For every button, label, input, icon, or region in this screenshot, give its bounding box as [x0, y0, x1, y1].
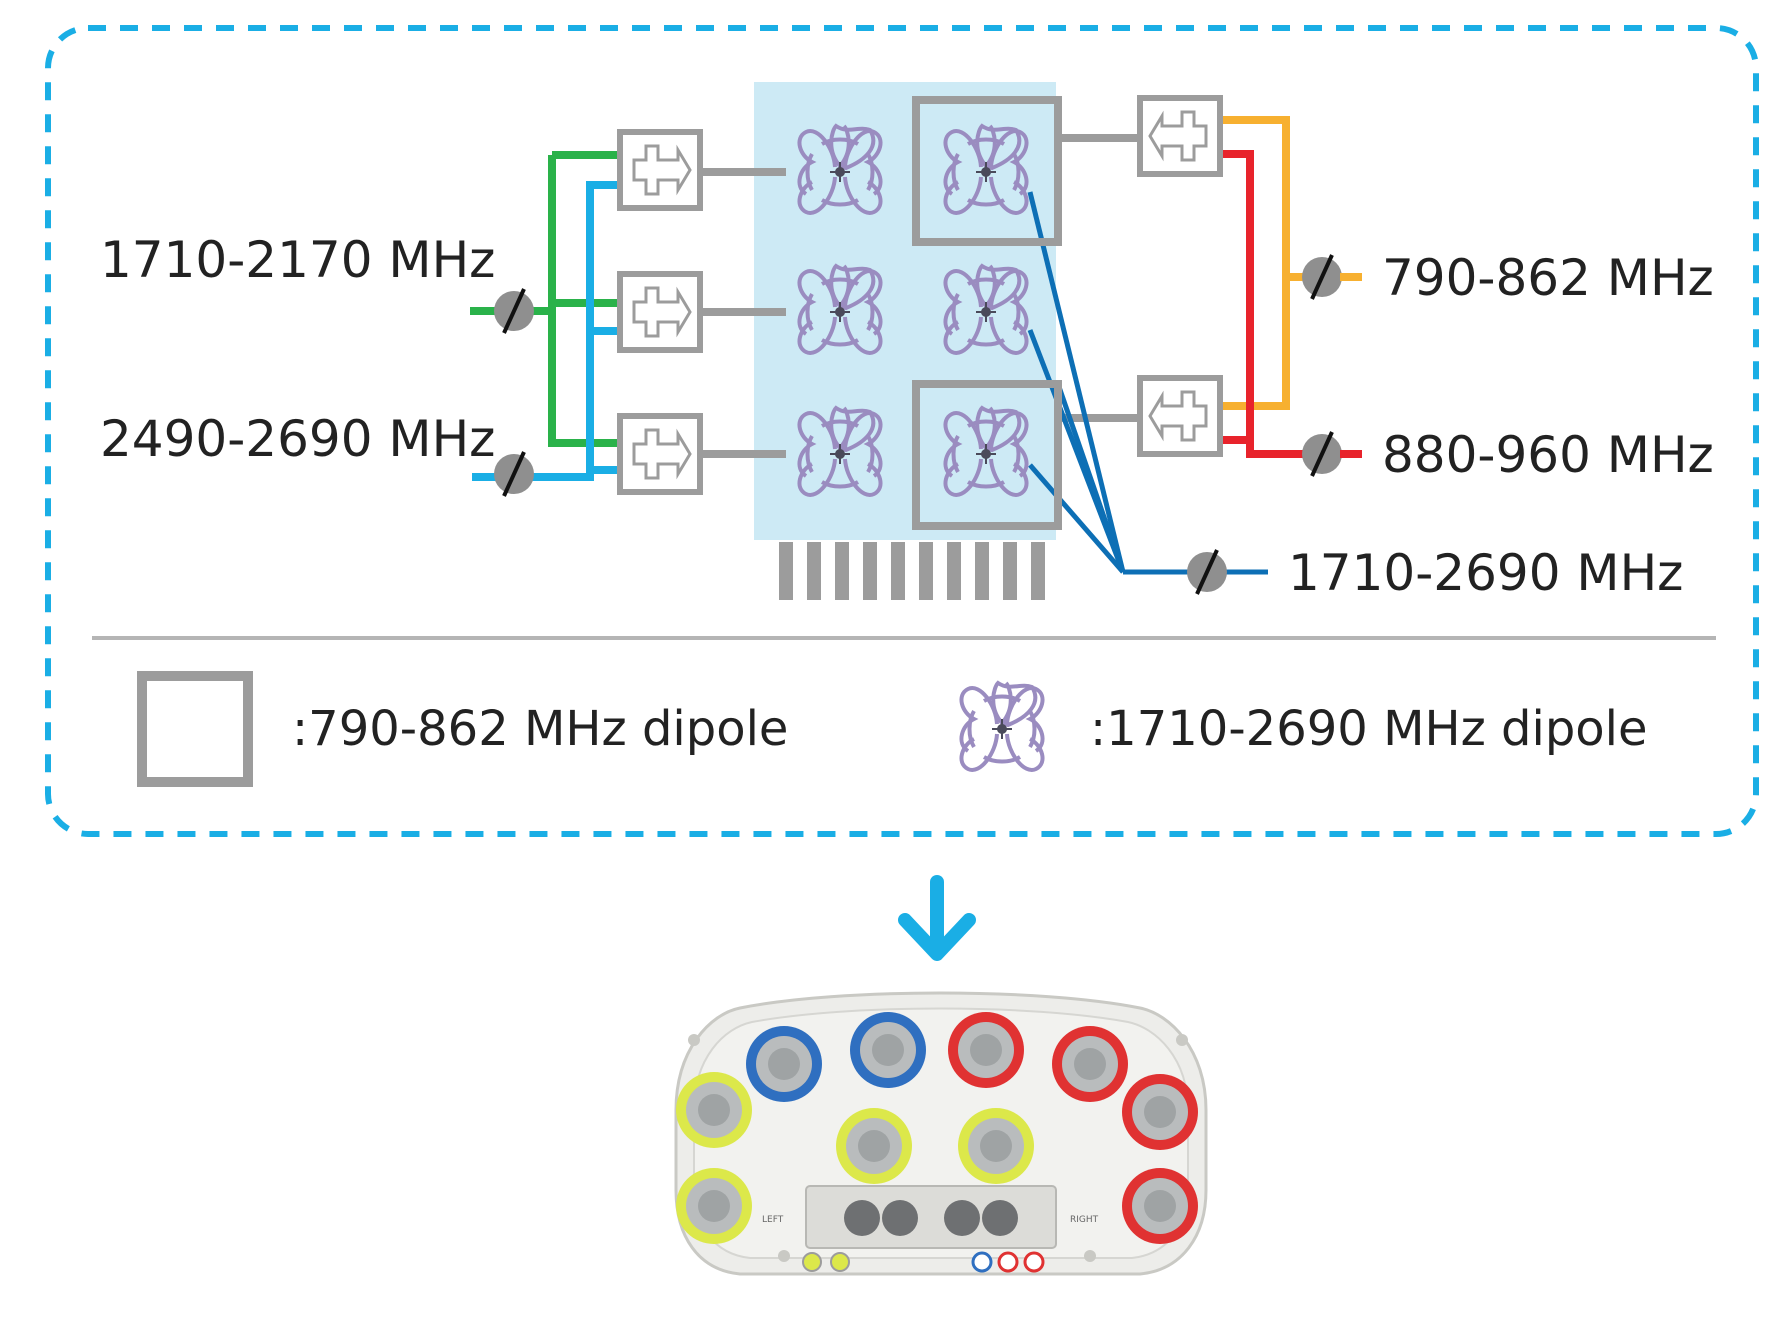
lowband-dipole-frame-top: [912, 96, 1062, 246]
screw-icon: [778, 1250, 790, 1262]
lowband-dipole-frame-bottom: [912, 380, 1062, 530]
small-port-blue: [971, 1251, 993, 1273]
legend-square-icon: [137, 671, 253, 787]
label-output-880-960: 880-960 MHz: [1382, 426, 1714, 484]
panel-comb: [779, 542, 1045, 600]
device-right-label: RIGHT: [1070, 1215, 1099, 1225]
darkblue-feed-lines: [1027, 191, 1268, 575]
label-output-790-862: 790-862 MHz: [1382, 249, 1714, 307]
control-knob: [882, 1200, 918, 1236]
control-knob: [844, 1200, 880, 1236]
label-input-2490-2690: 2490-2690 MHz: [100, 410, 495, 468]
combiner-box-top: [1140, 98, 1220, 174]
connector-yellow: [958, 1108, 1034, 1184]
port-output-790-icon: [1300, 253, 1344, 301]
screw-icon: [688, 1034, 700, 1046]
small-port-red: [1023, 1251, 1045, 1273]
control-knob: [982, 1200, 1018, 1236]
port-input-high-icon: [492, 287, 536, 335]
small-port-yellow: [802, 1252, 822, 1272]
connector-red: [948, 1012, 1024, 1088]
connector-red: [1122, 1168, 1198, 1244]
connector-yellow: [836, 1108, 912, 1184]
legend-square-label: :790-862 MHz dipole: [292, 701, 788, 757]
connector-yellow: [676, 1072, 752, 1148]
port-input-low-icon: [492, 450, 536, 498]
control-knob: [944, 1200, 980, 1236]
port-output-880-icon: [1300, 430, 1344, 478]
screw-icon: [1084, 1250, 1096, 1262]
small-port-red: [997, 1251, 1019, 1273]
down-arrow-icon: [898, 875, 976, 961]
splitter-box-middle: [620, 274, 700, 350]
splitter-box-bottom: [620, 416, 700, 492]
dashed-frame: [45, 25, 1759, 837]
connector-blue: [850, 1012, 926, 1088]
orange-feed-lines: [1222, 116, 1362, 410]
port-output-1710-icon: [1185, 548, 1229, 596]
device-left-label: LEFT: [762, 1215, 784, 1225]
label-output-1710-2690: 1710-2690 MHz: [1288, 544, 1683, 602]
control-plate: [805, 1185, 1057, 1249]
legend-cross-label: :1710-2690 MHz dipole: [1090, 701, 1648, 757]
legend-dipole-cross-icon: [959, 681, 1045, 773]
label-input-1710-2170: 1710-2170 MHz: [100, 231, 495, 289]
green-feed-lines: [470, 151, 618, 447]
connector-blue: [746, 1026, 822, 1102]
connector-red: [1052, 1026, 1128, 1102]
splitter-box-top: [620, 132, 700, 208]
combiner-box-bottom: [1140, 378, 1220, 454]
antenna-device-bottom-view: LEFT RIGHT: [674, 991, 1208, 1276]
screw-icon: [1176, 1034, 1188, 1046]
connector-red: [1122, 1074, 1198, 1150]
connector-yellow: [676, 1168, 752, 1244]
small-port-yellow: [830, 1252, 850, 1272]
